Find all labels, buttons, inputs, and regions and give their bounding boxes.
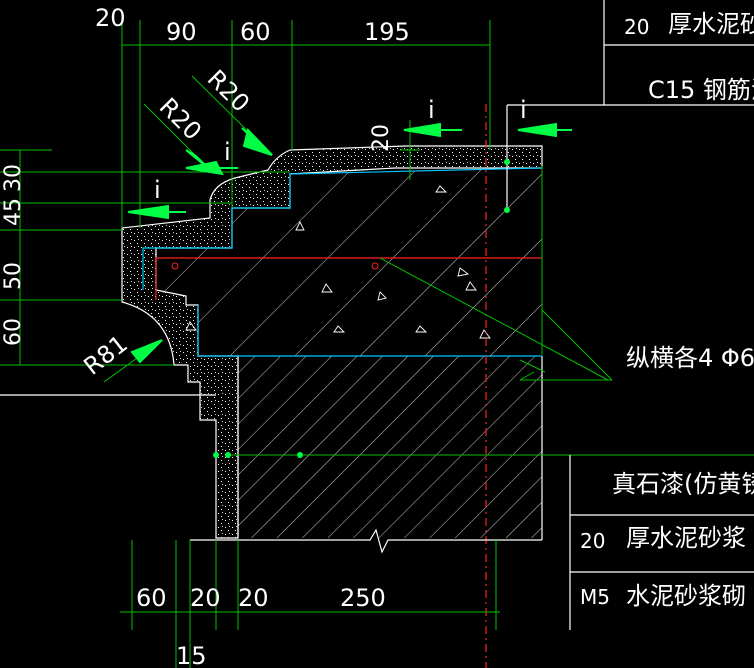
- radius-label-upper: R20: [202, 64, 255, 117]
- section-arrows: [127, 122, 572, 364]
- radius-label-lower: R20: [154, 92, 207, 145]
- section-mark-1: i: [154, 176, 161, 204]
- dimension-lines: [0, 20, 754, 668]
- dim-bottom-250: 250: [340, 584, 386, 612]
- dim-left-50: 50: [1, 262, 26, 290]
- dim-bottom-15: 15: [176, 642, 207, 668]
- dim-top-195: 195: [364, 18, 410, 46]
- note-mortar-text: 厚水泥砂浆: [626, 524, 746, 552]
- notes-table-lines: [569, 0, 754, 630]
- section-mark-2: i: [224, 138, 231, 166]
- dim-top-20: 20: [95, 4, 126, 32]
- concrete-coping: [142, 167, 543, 357]
- dim-bottom-20b: 20: [238, 584, 269, 612]
- note-rebar: 纵横各4 Φ6: [626, 344, 754, 372]
- note-top-code: 20: [624, 15, 649, 39]
- dim-top-60: 60: [240, 18, 271, 46]
- dim-small-20: 20: [369, 124, 394, 152]
- dim-bottom-60: 60: [136, 584, 167, 612]
- node-dots: [213, 159, 510, 458]
- note-top-text: 厚水泥砂浆: [668, 10, 754, 38]
- note-mortar-code: 20: [580, 529, 605, 553]
- section-mark-3: i: [428, 96, 435, 124]
- dim-bottom-20a: 20: [190, 584, 221, 612]
- break-symbol: [190, 528, 542, 554]
- section-mark-4: i: [520, 96, 527, 124]
- dim-left-30: 30: [1, 164, 26, 192]
- radius-label-r81: R81: [78, 330, 132, 381]
- masonry-base: [237, 356, 543, 540]
- dim-left-60: 60: [1, 318, 26, 346]
- note-masonry-text: 水泥砂浆砌: [626, 582, 746, 610]
- note-masonry-code: M5: [580, 585, 610, 609]
- note-stone-paint: 真石漆(仿黄锈石: [612, 470, 754, 498]
- note-c15: C15 钢筋混: [648, 76, 754, 104]
- dim-top-90: 90: [166, 18, 197, 46]
- dim-left-45: 45: [1, 198, 26, 226]
